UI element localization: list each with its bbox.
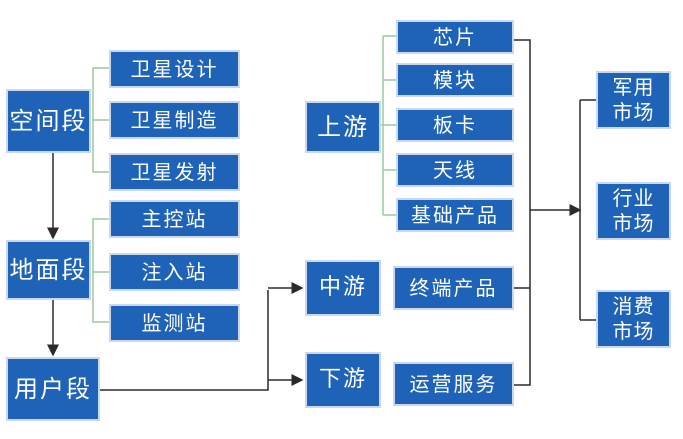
space-item-3: 卫星发射: [109, 153, 240, 191]
ground-item-3: 监测站: [109, 304, 240, 342]
upstream-item-1-label: 芯片: [433, 24, 477, 49]
market-military-line2: 市场: [612, 100, 655, 124]
market-consumer-line1: 消费: [612, 294, 655, 318]
midstream-item: 终端产品: [393, 266, 514, 310]
ground-segment-label: 地面段: [9, 256, 88, 284]
downstream-label: 下游: [318, 367, 367, 393]
space-item-1-label: 卫星设计: [130, 56, 219, 81]
market-industry-line1: 行业: [612, 186, 655, 210]
upstream-item-5: 基础产品: [396, 198, 514, 232]
space-item-3-label: 卫星发射: [130, 159, 219, 184]
ground-item-1: 主控站: [109, 200, 240, 238]
user-to-chain-line: [100, 290, 269, 391]
ground-item-2: 注入站: [109, 253, 240, 291]
space-item-1: 卫星设计: [109, 50, 240, 88]
market-industry: 行业 市场: [596, 182, 671, 240]
downstream-box: 下游: [305, 352, 381, 408]
space-segment-label: 空间段: [9, 107, 88, 135]
space-segment-box: 空间段: [6, 89, 91, 153]
upstream-item-4: 天线: [396, 153, 514, 187]
midstream-label: 中游: [318, 275, 367, 301]
upstream-item-3: 板卡: [396, 108, 514, 142]
market-consumer-line2: 市场: [612, 319, 655, 343]
ground-item-2-label: 注入站: [141, 259, 208, 284]
user-segment-box: 用户段: [6, 357, 100, 421]
space-item-2-label: 卫星制造: [130, 107, 219, 132]
ground-item-1-label: 主控站: [141, 206, 208, 231]
upstream-label: 上游: [317, 113, 369, 141]
market-consumer: 消费 市场: [596, 290, 671, 348]
downstream-item-label: 运营服务: [409, 371, 498, 396]
user-segment-label: 用户段: [14, 375, 92, 403]
upstream-box: 上游: [305, 101, 381, 153]
ground-segment-box: 地面段: [6, 240, 91, 300]
upstream-item-4-label: 天线: [433, 157, 477, 182]
market-industry-line2: 市场: [612, 211, 655, 235]
markets-bracket: [579, 99, 596, 321]
upstream-item-2: 模块: [396, 63, 514, 97]
midstream-box: 中游: [305, 260, 381, 316]
space-item-2: 卫星制造: [109, 101, 240, 139]
market-military-line1: 军用: [612, 75, 655, 99]
downstream-item: 运营服务: [393, 362, 514, 406]
upstream-item-2-label: 模块: [433, 67, 477, 92]
products-bracket: [514, 39, 531, 386]
upstream-item-5-label: 基础产品: [411, 202, 499, 227]
upstream-item-3-label: 板卡: [433, 112, 477, 137]
upstream-bracket: [382, 35, 396, 216]
market-military: 军用 市场: [596, 71, 671, 129]
upstream-item-1: 芯片: [396, 20, 514, 54]
space-bracket: [92, 67, 109, 173]
ground-item-3-label: 监测站: [141, 310, 208, 335]
ground-bracket: [92, 218, 109, 323]
midstream-item-label: 终端产品: [409, 275, 498, 300]
